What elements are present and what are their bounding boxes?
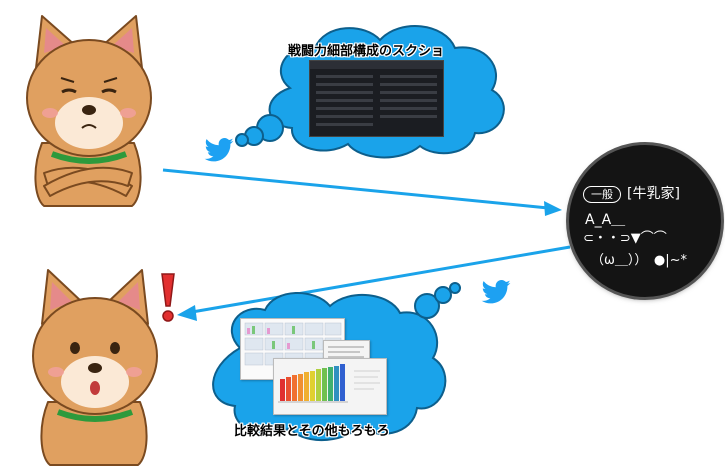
twitter-bird-icon [204,138,234,162]
badge-line4: （ω＿）） ●|~* [591,253,688,268]
dog-thinking [26,15,152,207]
badge-tag: 一般 [583,186,621,203]
dog-surprised [32,269,158,466]
milk-family-badge: 一般 [牛乳家] A_A＿ ⊂・・⊃▼⌒⌒ （ω＿）） ●|~* [569,145,721,297]
comparison-sheet-barchart [273,358,387,415]
badge-line3: ⊂・・⊃▼⌒⌒ [583,231,667,246]
badge-line2: A_A＿ [585,212,626,228]
top-cloud-label: 戦闘力細部構成のスクショ [288,44,445,59]
arrow-to-badge [162,168,549,210]
badge-name: [牛乳家] [627,186,680,202]
arrow-to-dog [191,245,571,314]
battle-power-screenshot [309,60,444,137]
twitter-bird-icon [481,280,511,304]
arrow-to-dog-head [177,305,197,321]
bottom-cloud-label: 比較結果とその他もろもろ [234,424,390,439]
exclamation-icon [161,273,175,322]
arrow-to-badge-head [544,201,562,216]
